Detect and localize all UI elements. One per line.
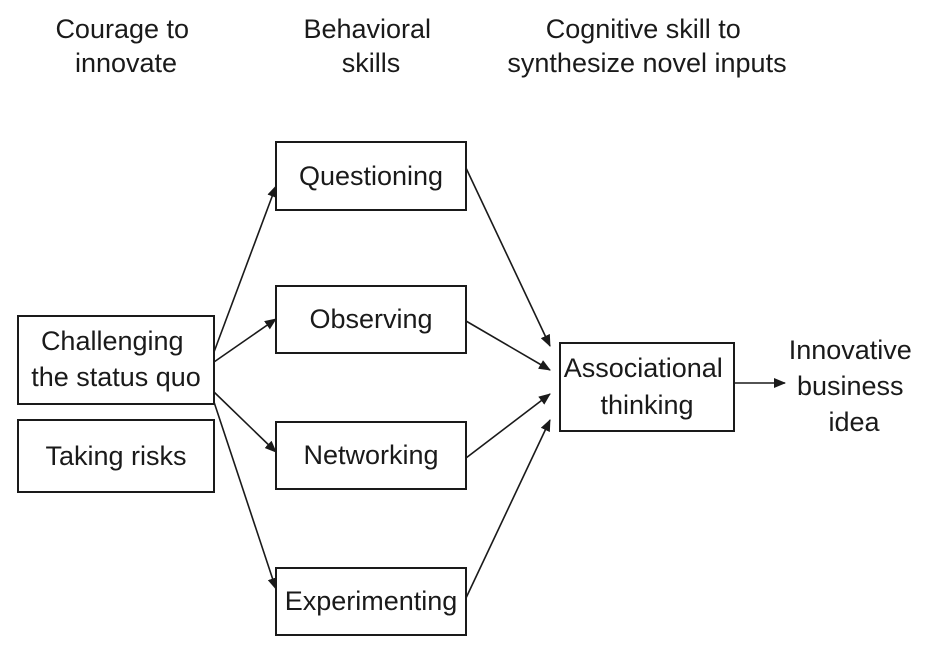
node-risks-box bbox=[17, 419, 215, 493]
node-challenging-line-1: Challenging bbox=[41, 326, 184, 356]
edge-challenging-to-experimenting bbox=[213, 401, 278, 590]
node-questioning: Questioning bbox=[275, 141, 467, 211]
node-challenging-box bbox=[17, 315, 215, 405]
node-challenging-label: Challenging the status quo bbox=[31, 326, 201, 392]
edge-challenging-to-observing bbox=[213, 318, 277, 363]
edge-questioning-to-associational bbox=[465, 167, 551, 347]
edge-observing-to-associational bbox=[465, 320, 551, 371]
node-observing: Observing bbox=[275, 285, 467, 354]
node-observing-label: Observing bbox=[309, 304, 432, 334]
header-courage-to-innovate: Courage to innovate bbox=[55, 14, 196, 78]
header-courage-line-1: Courage to bbox=[55, 14, 189, 44]
node-taking-risks: Taking risks bbox=[17, 419, 215, 493]
node-associational-line-2: thinking bbox=[600, 390, 693, 420]
node-experimenting-label: Experimenting bbox=[285, 586, 458, 616]
outcome-line-2: business bbox=[797, 371, 904, 401]
node-associational-box bbox=[559, 342, 735, 432]
node-associational-thinking: Associational thinking bbox=[559, 342, 735, 432]
node-questioning-box bbox=[275, 141, 467, 211]
node-associational-label: Associational thinking bbox=[564, 353, 731, 420]
edge-experimenting-to-associational bbox=[465, 419, 551, 599]
header-behavioral-line-2: skills bbox=[342, 48, 401, 78]
outcome-innovative-business-idea: Innovative business idea bbox=[789, 335, 920, 437]
node-experimenting: Experimenting bbox=[275, 567, 467, 636]
node-networking: Networking bbox=[275, 421, 467, 490]
header-behavioral-line-1: Behavioral bbox=[303, 14, 431, 44]
header-cognitive-skill: Cognitive skill to synthesize novel inpu… bbox=[507, 14, 786, 78]
node-risks-label: Taking risks bbox=[45, 441, 186, 471]
edge-challenging-to-questioning bbox=[213, 185, 277, 353]
outcome-line-1: Innovative bbox=[789, 335, 912, 365]
node-experimenting-box bbox=[275, 567, 467, 636]
node-challenging-status-quo: Challenging the status quo bbox=[17, 315, 215, 405]
node-networking-box bbox=[275, 421, 467, 490]
header-courage-line-2: innovate bbox=[75, 48, 177, 78]
edge-challenging-to-networking bbox=[213, 391, 277, 453]
header-behavioral-skills: Behavioral skills bbox=[303, 14, 438, 78]
node-challenging-line-2: the status quo bbox=[31, 362, 201, 392]
node-associational-line-1: Associational bbox=[564, 353, 723, 383]
edges bbox=[213, 167, 786, 599]
header-cognitive-line-1: Cognitive skill to bbox=[546, 14, 741, 44]
header-cognitive-line-2: synthesize novel inputs bbox=[507, 48, 786, 78]
node-networking-label: Networking bbox=[303, 440, 438, 470]
outcome-line-3: idea bbox=[828, 407, 880, 437]
node-observing-box bbox=[275, 285, 467, 354]
node-questioning-label: Questioning bbox=[299, 161, 443, 191]
edge-networking-to-associational bbox=[465, 393, 551, 459]
